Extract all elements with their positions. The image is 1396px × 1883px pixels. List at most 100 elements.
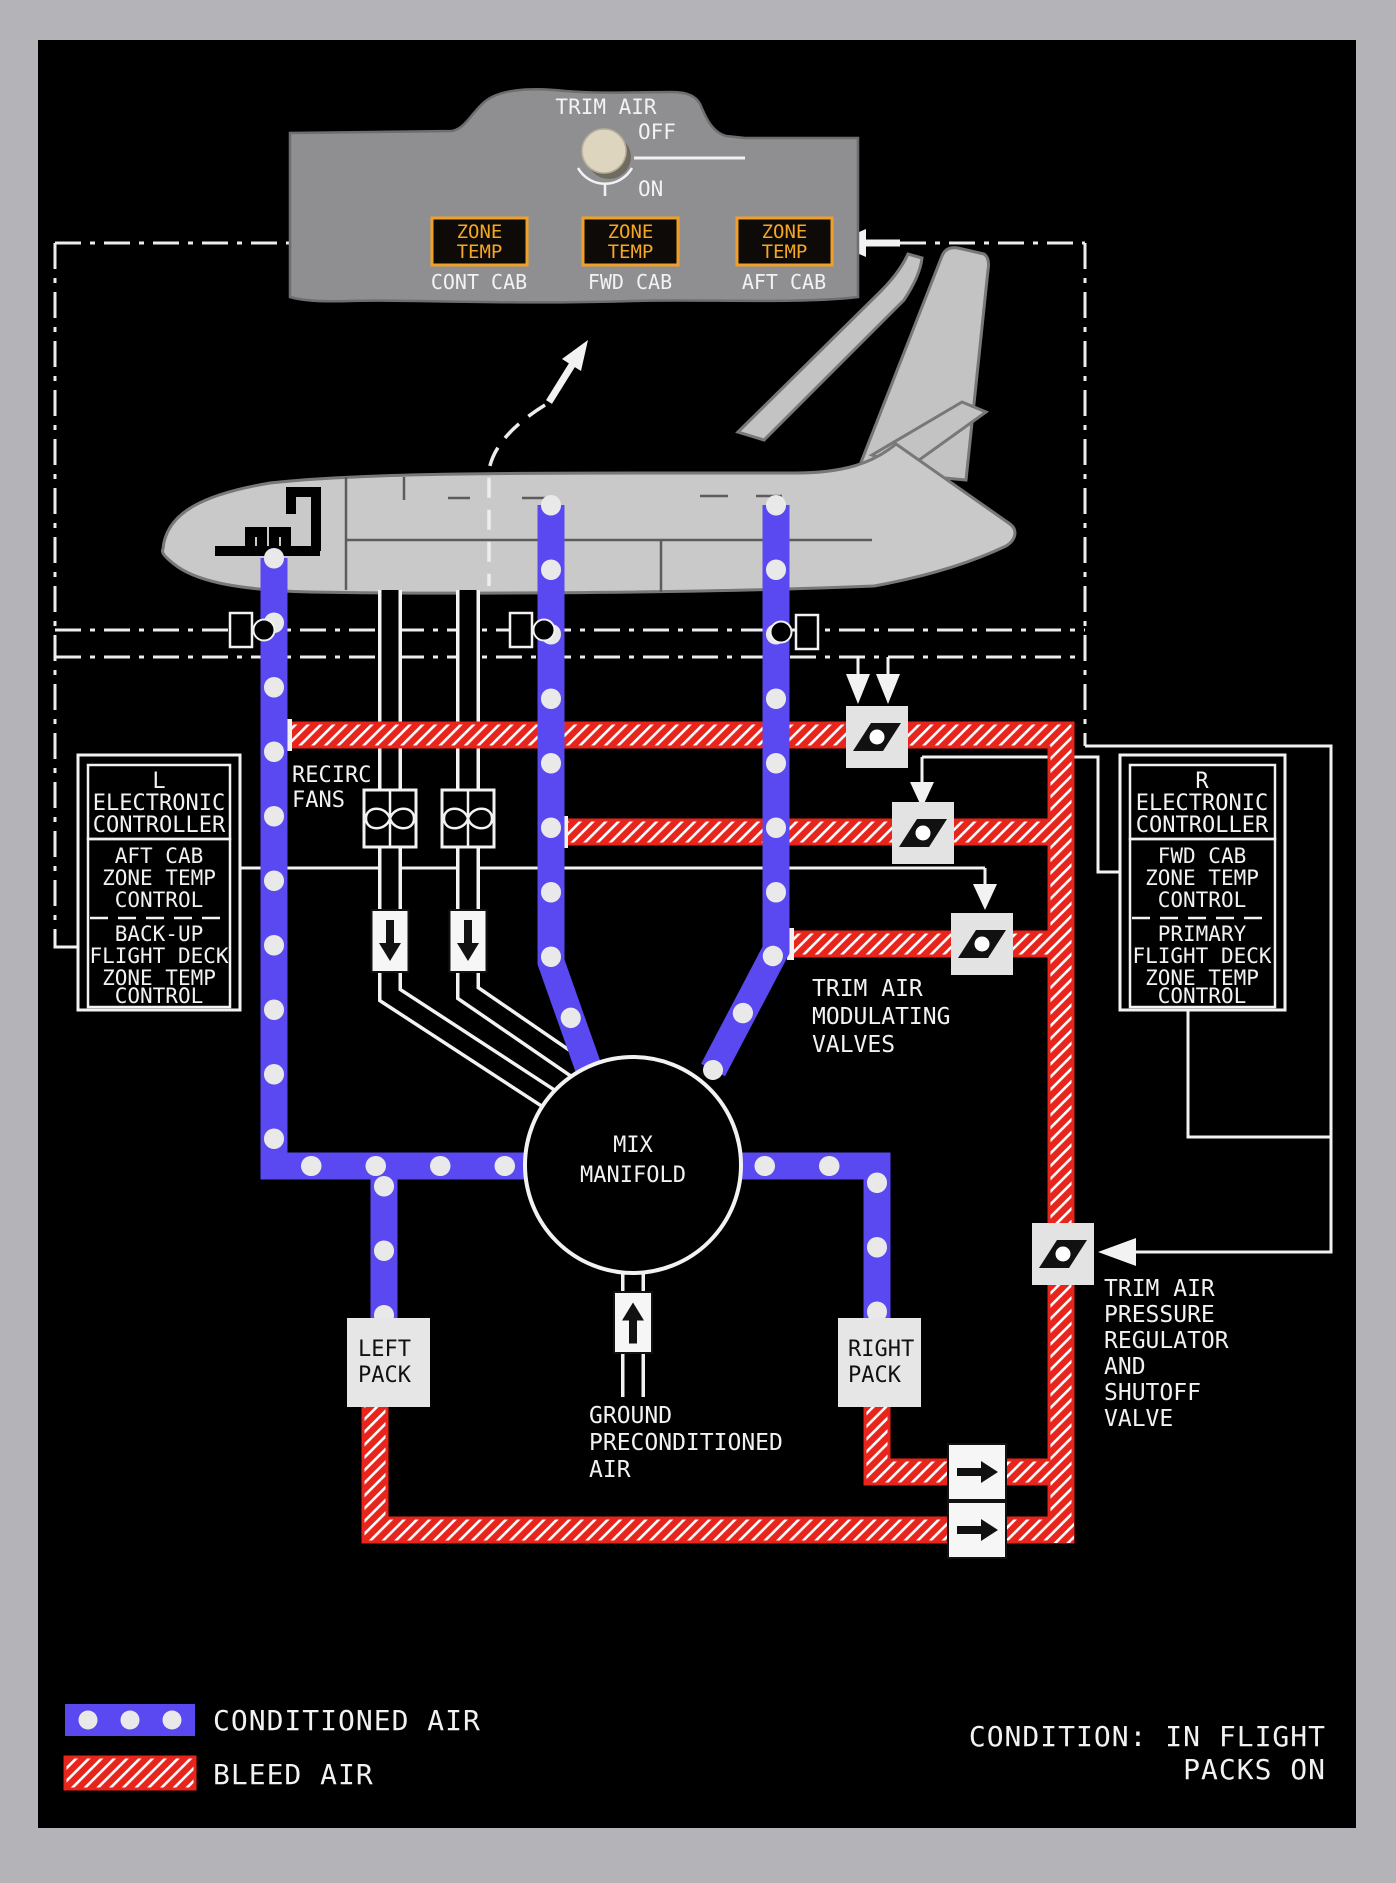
recirc-fans-label: RECIRC [292,763,371,788]
controller-function: CONTROL [115,984,204,1008]
fwd-cab-callout-dash [487,403,546,586]
trim-valves-label: MODULATING [812,1004,950,1030]
trim-air-modulating-valve-flight-deck [845,705,909,769]
trim-duct-cap [285,719,292,751]
zone-temp-indicator-aft-cab: ZONE TEMP [735,216,834,267]
right-pack: RIGHT PACK [838,1318,921,1407]
zone-temp-indicator-cont-cab: ZONE TEMP [430,216,529,267]
left-pack-label: LEFT [358,1337,411,1362]
left-pack-label: PACK [358,1363,412,1388]
trim-air-pressure-regulator-valve [1031,1222,1095,1286]
condition-line: PACKS ON [1183,1753,1326,1786]
arrow-to-flight-deck-valve-1 [846,674,870,704]
zone-temp-indicator-fwd-cab: ZONE TEMP [581,216,680,267]
mix-manifold-label: MANIFOLD [580,1163,686,1188]
ground-air-label: AIR [589,1457,631,1483]
bleed-air-swatch [63,1755,197,1791]
temp-sensor-icon [228,611,276,649]
bleed-air-legend-label: BLEED AIR [213,1758,374,1791]
conditioned-air-legend-label: CONDITIONED AIR [213,1704,481,1737]
arrow-to-regulator [1098,1238,1136,1266]
right-pack-label: PACK [848,1363,902,1388]
controller-title: ELECTRONIC [1136,791,1268,816]
zone-label-fwd-cab: FWD CAB [588,270,672,294]
recirc-fan-icon [362,788,418,849]
controller-function: ZONE TEMP [1145,966,1259,990]
trim-duct-cap [787,928,794,960]
controller-function: AFT CAB [115,844,204,868]
regulator-label: REGULATOR [1104,1328,1229,1354]
condition-note: CONDITION: IN FLIGHT PACKS ON [969,1720,1326,1786]
trim-valves-label: VALVES [812,1032,895,1058]
trim-valves-label: TRIM AIR [812,976,923,1002]
controller-function: FLIGHT DECK [89,944,228,968]
controller-title: CONTROLLER [93,813,226,838]
arrow-shaft [546,363,575,404]
zone-temp-text: TEMP [457,241,503,263]
zone-temp-text: TEMP [762,241,808,263]
right-electronic-controller: R ELECTRONIC CONTROLLER FWD CAB ZONE TEM… [1118,753,1287,1012]
arrow-to-flight-deck-valve-2 [876,674,900,704]
left-controller-feed [53,930,78,949]
controller-function: ZONE TEMP [1145,866,1259,890]
temp-sensor-icon [769,613,820,651]
trim-air-modulating-valve-fwd-cab [891,801,955,865]
fwd-cab-valve-signal [922,755,1120,874]
temp-sensor-icon [508,611,556,649]
ground-air-label: GROUND [589,1403,672,1429]
controller-title: R [1195,769,1209,794]
left-electronic-controller: L ELECTRONIC CONTROLLER AFT CAB ZONE TEM… [76,753,242,1012]
regulator-signal-line [1085,744,1333,1254]
recirc-fan-icon [440,788,496,849]
arrow-to-aft-cab-valve [973,884,997,910]
controller-function: FLIGHT DECK [1132,944,1271,968]
legend: CONDITIONED AIR BLEED AIR [63,1704,481,1791]
regulator-label: VALVE [1104,1406,1173,1432]
panel-title: TRIM AIR [555,95,657,119]
trim-air-control-panel: TRIM AIR OFF ON ZONE TEMP ZONE TEMP ZONE… [288,87,860,304]
zone-temp-text: ZONE [457,221,503,243]
trim-air-modulating-valve-aft-cab [950,912,1014,976]
swatch-dot [162,1710,182,1730]
wing [735,252,924,442]
controller-title: L [152,769,165,794]
controller-function: CONTROL [1158,984,1247,1008]
arrow-to-fwd-cab-valve [910,782,934,808]
regulator-label: SHUTOFF [1104,1380,1201,1406]
controller-function: CONTROL [115,888,204,912]
zone-temp-sensors [228,611,820,651]
regulator-label: PRESSURE [1104,1302,1215,1328]
zone-label-aft-cab: AFT CAB [742,270,826,294]
controller-function: ZONE TEMP [102,866,216,890]
recirc-fans-label: FANS [292,788,345,813]
knob-on-label: ON [638,177,663,201]
regulator-label: TRIM AIR [1104,1276,1215,1302]
ground-air-label: PRECONDITIONED [589,1430,783,1456]
regulator-label: AND [1104,1354,1146,1380]
controller-title: CONTROLLER [1136,813,1269,838]
conditioned-air-ducts [260,495,891,1328]
controller-function: PRIMARY [1158,922,1247,946]
arrow-to-fwd-cab [562,340,588,371]
condition-line: CONDITION: IN FLIGHT [969,1720,1326,1753]
check-valves [370,909,1007,1559]
mix-manifold: MIX MANIFOLD [523,1055,743,1275]
knob-off-label: OFF [638,120,676,144]
controller-function: FWD CAB [1158,844,1247,868]
controller-function: BACK-UP [115,922,204,946]
swatch-dot [120,1710,140,1730]
controller-title: ELECTRONIC [93,791,225,816]
zone-label-cont-cab: CONT CAB [431,270,527,294]
swatch-dot [78,1710,98,1730]
left-pack: LEFT PACK [347,1318,430,1407]
right-controller-regulator-link [1186,1010,1331,1139]
rotary-knob-icon[interactable] [576,128,745,196]
diagram-labels: RECIRC FANS TRIM AIR MODULATING VALVES T… [292,763,1229,1483]
zone-temp-text: ZONE [608,221,654,243]
mix-manifold-label: MIX [613,1133,653,1158]
controller-function: ZONE TEMP [102,966,216,990]
zone-temp-text: ZONE [762,221,808,243]
controller-function: CONTROL [1158,888,1247,912]
